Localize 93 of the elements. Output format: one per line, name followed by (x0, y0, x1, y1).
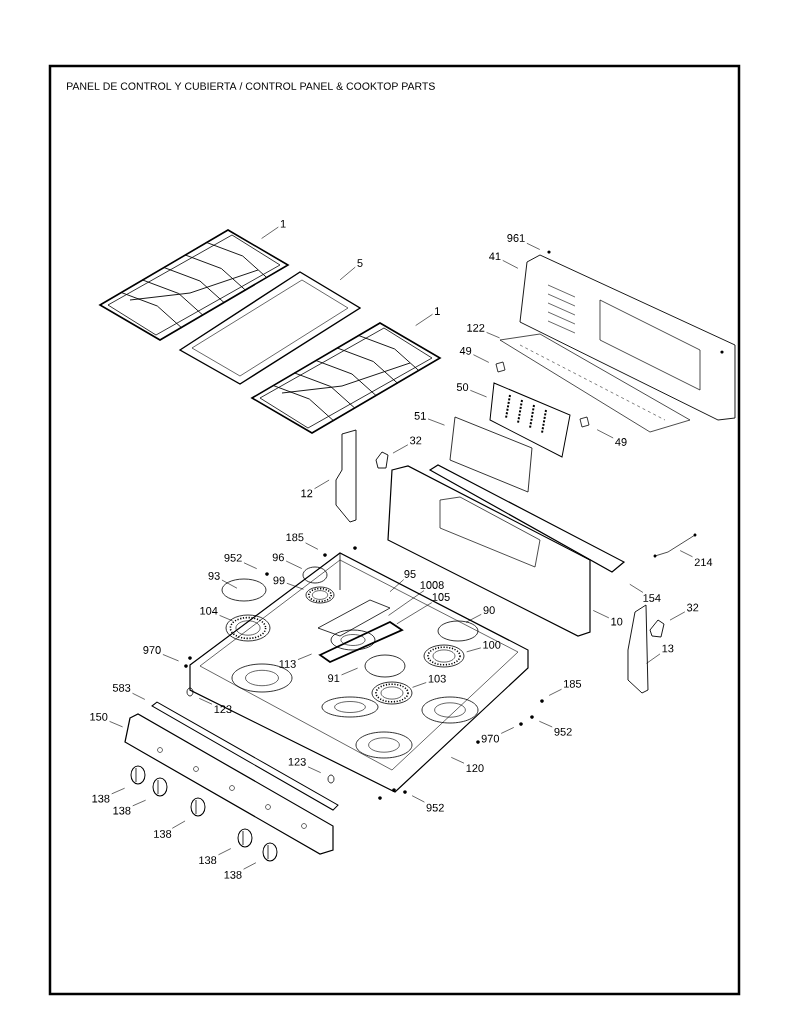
leader-line (305, 542, 319, 550)
leader-line (198, 698, 213, 705)
leader-line (466, 647, 482, 653)
leader-line (162, 654, 179, 662)
callout-number: 49 (615, 438, 627, 446)
callout-number: 961 (507, 234, 525, 242)
callout-number: 138 (199, 856, 217, 865)
leader-line (132, 692, 146, 700)
leader-line (221, 579, 238, 589)
callout-number: 123 (288, 757, 306, 766)
leader-line (592, 610, 610, 619)
leader-line (526, 242, 541, 250)
leader-line (396, 602, 433, 625)
callout-number: 93 (208, 571, 220, 580)
callout-number: 32 (687, 603, 699, 612)
callout-number: 952 (554, 727, 572, 736)
leader-line (243, 862, 257, 870)
callout-number: 104 (200, 606, 218, 615)
callout-number: 1 (435, 307, 440, 315)
callout-number: 138 (154, 830, 172, 838)
leader-line (629, 583, 644, 593)
callout-number: 12 (301, 489, 313, 498)
callout-number: 103 (428, 674, 446, 683)
leader-line (261, 226, 279, 239)
leader-line (171, 820, 186, 829)
leader-line (502, 260, 519, 269)
leader-line (109, 721, 123, 728)
callout-number: 113 (279, 660, 296, 668)
callout-number: 13 (662, 644, 674, 653)
leader-line (388, 590, 425, 616)
callout-number: 952 (224, 553, 242, 562)
title: PANEL DE CONTROL Y CUBIERTA / CONTROL PANEL & COOKTOP PARTS (67, 82, 435, 90)
leader-line (412, 682, 427, 688)
leader-line (415, 313, 433, 326)
leader-line (339, 266, 356, 281)
leader-line (219, 615, 233, 622)
callout-number: 105 (432, 593, 450, 601)
leader-line (285, 560, 303, 569)
leader-line (679, 550, 693, 558)
leader-line (500, 727, 515, 734)
callout-number: 10 (611, 617, 623, 626)
leader-line (314, 479, 330, 489)
callout-number: 123 (214, 705, 232, 714)
callout-number: 100 (483, 640, 501, 649)
callout-number: 49 (459, 346, 472, 355)
leader-line (392, 444, 409, 454)
leader-line (218, 848, 232, 856)
callout-number: 154 (643, 594, 661, 602)
leader-line (132, 799, 146, 807)
callout-number: 952 (426, 803, 444, 812)
callout-number: 50 (456, 383, 469, 391)
callout-number: 1 (280, 220, 286, 228)
leader-line (486, 332, 500, 339)
leader-line (389, 579, 404, 592)
leader-line (646, 653, 661, 664)
leader-line (548, 688, 562, 696)
callout-number: 96 (272, 553, 284, 562)
leader-line (243, 562, 258, 569)
leader-line (297, 653, 312, 660)
callout-number: 970 (481, 734, 500, 743)
leader-line (111, 787, 125, 795)
callout-number: 138 (113, 806, 131, 815)
callout-number: 51 (414, 412, 426, 420)
callout-number: 32 (410, 436, 422, 445)
leader-line (307, 766, 322, 773)
leader-line (539, 720, 553, 728)
callout-number: 91 (328, 674, 340, 683)
leader-line (286, 582, 304, 590)
callout-number: 970 (143, 646, 161, 654)
leader-line (427, 418, 445, 426)
leader-line (411, 795, 425, 803)
leader-line (450, 757, 465, 764)
callout-number: 138 (224, 870, 242, 879)
callout-number: 99 (273, 576, 285, 585)
leader-line (596, 429, 614, 439)
callout-number: 41 (489, 252, 501, 261)
callout-number: 185 (286, 533, 304, 542)
leader-line (470, 390, 487, 398)
callout-number: 214 (694, 558, 713, 567)
callout-number: 122 (467, 324, 485, 332)
callout-number: 90 (483, 606, 495, 615)
leader-line (473, 354, 490, 363)
callout-number: 5 (357, 259, 363, 267)
leader-line (465, 614, 482, 623)
leader-line (341, 667, 358, 676)
callout-number: 120 (466, 764, 484, 773)
leader-line (669, 611, 686, 621)
callout-number: 95 (404, 570, 416, 578)
callout-number: 185 (564, 679, 582, 688)
callout-number: 583 (112, 683, 131, 692)
callout-number: 138 (92, 794, 110, 803)
callout-number: 1008 (420, 581, 444, 589)
callout-number: 150 (90, 712, 108, 721)
